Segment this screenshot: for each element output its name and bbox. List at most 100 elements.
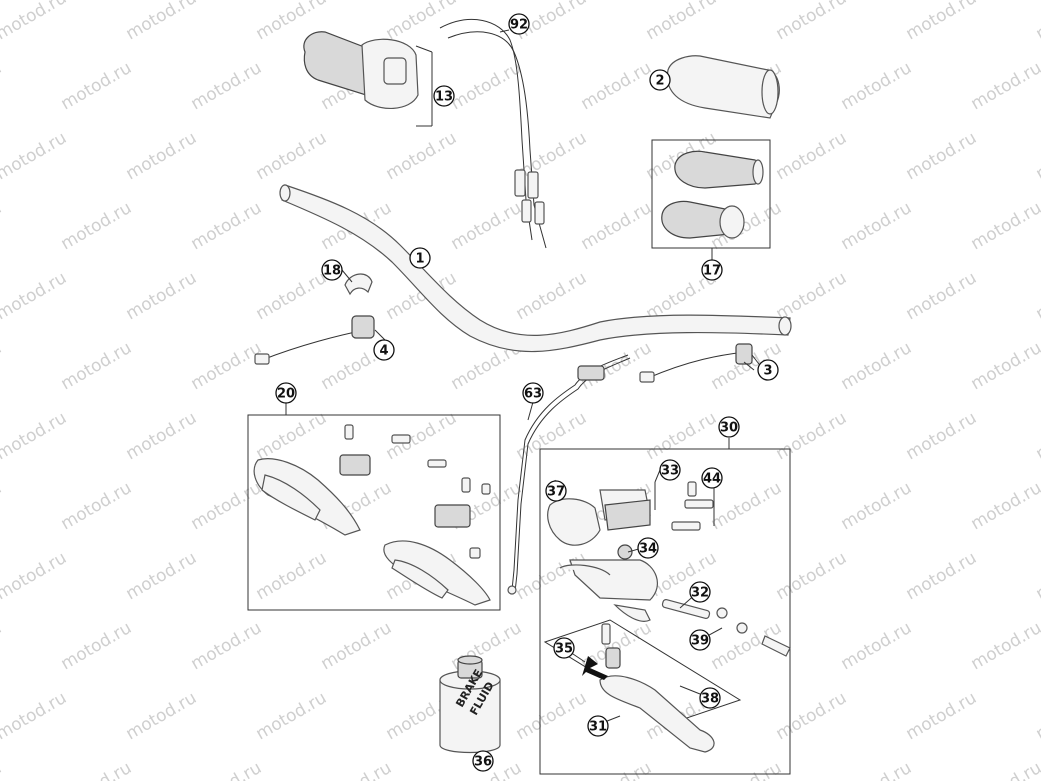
callout-number: 17: [703, 264, 721, 279]
handguards-set-part: [247, 414, 501, 611]
watermark-text: motod.ru: [968, 618, 1041, 674]
callout-number: 32: [691, 586, 709, 601]
callout-92: 92: [508, 13, 530, 35]
callout-circle: [718, 416, 740, 438]
watermark-text: motod.ru: [903, 268, 981, 324]
watermark-text: motod.ru: [773, 688, 851, 744]
clamp-part: [344, 273, 373, 296]
master-cylinder-set-part: [539, 448, 791, 775]
watermark-text: motod.ru: [253, 688, 331, 744]
watermark-text: motod.ru: [0, 478, 5, 534]
watermark-text: motod.ru: [1033, 128, 1041, 184]
watermark-text: motod.ru: [903, 688, 981, 744]
watermark-text: motod.ru: [968, 58, 1041, 114]
callout-63: 63: [522, 382, 544, 404]
watermark-text: motod.ru: [123, 408, 201, 464]
callout-38: 38: [699, 687, 721, 709]
watermark-text: motod.ru: [253, 408, 331, 464]
watermark-text: motod.ru: [123, 268, 201, 324]
throttle-cables-part: [439, 19, 547, 249]
watermark-text: motod.ru: [773, 548, 851, 604]
watermark-text: motod.ru: [0, 128, 70, 184]
callout-circle: [321, 259, 343, 281]
handlebar-part: [279, 184, 792, 353]
callout-18: 18: [321, 259, 343, 281]
callout-number: 38: [701, 692, 719, 707]
watermark-text: motod.ru: [58, 198, 136, 254]
callout-circle: [275, 382, 297, 404]
watermark-text: motod.ru: [513, 408, 591, 464]
watermark-text: motod.ru: [903, 408, 981, 464]
right-switch-part: [639, 343, 763, 383]
watermark-text: motod.ru: [838, 618, 916, 674]
watermark-text: motod.ru: [578, 198, 656, 254]
callout-4: 4: [373, 339, 395, 361]
callout-circle: [649, 69, 671, 91]
callout-number: 18: [323, 264, 341, 279]
watermark-text: motod.ru: [188, 478, 266, 534]
callout-33: 33: [659, 459, 681, 481]
callout-circle: [699, 687, 721, 709]
callout-17: 17: [701, 259, 723, 281]
watermark-text: motod.ru: [773, 128, 851, 184]
watermark-text: motod.ru: [773, 0, 851, 44]
callout-number: 34: [639, 542, 657, 557]
callout-circle: [522, 382, 544, 404]
callout-circle: [659, 459, 681, 481]
watermark-text: motod.ru: [1033, 548, 1041, 604]
callout-circle: [472, 750, 494, 772]
watermark-text: motod.ru: [123, 688, 201, 744]
callout-39: 39: [689, 629, 711, 651]
watermark-text: motod.ru: [0, 268, 70, 324]
callout-number: 33: [661, 464, 679, 479]
callout-37: 37: [545, 480, 567, 502]
callout-2: 2: [649, 69, 671, 91]
callout-34: 34: [637, 537, 659, 559]
watermark-text: motod.ru: [903, 548, 981, 604]
watermark-text: motod.ru: [58, 338, 136, 394]
watermark-text: motod.ru: [253, 548, 331, 604]
watermark-text: motod.ru: [578, 758, 656, 781]
callout-circle: [409, 247, 431, 269]
brake-fluid-bottle-part: BRAKE FLUID: [439, 655, 501, 754]
watermark-text: motod.ru: [188, 198, 266, 254]
watermark-text: motod.ru: [58, 618, 136, 674]
watermark-text: motod.ru: [838, 478, 916, 534]
callout-circle: [757, 359, 779, 381]
watermark-text: motod.ru: [773, 268, 851, 324]
watermark-text: motod.ru: [0, 758, 5, 781]
watermark-text: motod.ru: [1033, 0, 1041, 44]
watermark-text: motod.ru: [0, 198, 5, 254]
callout-number: 3: [763, 364, 772, 379]
callout-20: 20: [275, 382, 297, 404]
watermark-text: motod.ru: [318, 758, 396, 781]
watermark-text: motod.ru: [578, 58, 656, 114]
watermark-text: motod.ru: [448, 198, 526, 254]
callout-number: 4: [379, 344, 388, 359]
watermark-text: motod.ru: [708, 758, 786, 781]
watermark-text: motod.ru: [318, 618, 396, 674]
watermark-text: motod.ru: [1033, 408, 1041, 464]
throttle-grip-part: [303, 31, 433, 127]
watermark-text: motod.ru: [968, 338, 1041, 394]
callout-circle: [508, 13, 530, 35]
callout-number: 30: [720, 421, 738, 436]
callout-3: 3: [757, 359, 779, 381]
watermark-text: motod.ru: [0, 408, 70, 464]
watermark-text: motod.ru: [188, 58, 266, 114]
grips-set-part: [651, 139, 771, 249]
callout-circle: [701, 259, 723, 281]
watermark-text: motod.ru: [123, 128, 201, 184]
callout-number: 39: [691, 634, 709, 649]
watermark-text: motod.ru: [838, 198, 916, 254]
watermark-text: motod.ru: [253, 128, 331, 184]
watermark-text: motod.ru: [838, 758, 916, 781]
callout-number: 20: [277, 387, 295, 402]
watermark-text: motod.ru: [0, 58, 5, 114]
watermark-text: motod.ru: [643, 408, 721, 464]
watermark-text: motod.ru: [123, 0, 201, 44]
grip-cover-part: [666, 55, 780, 119]
cable-part: [507, 354, 631, 595]
